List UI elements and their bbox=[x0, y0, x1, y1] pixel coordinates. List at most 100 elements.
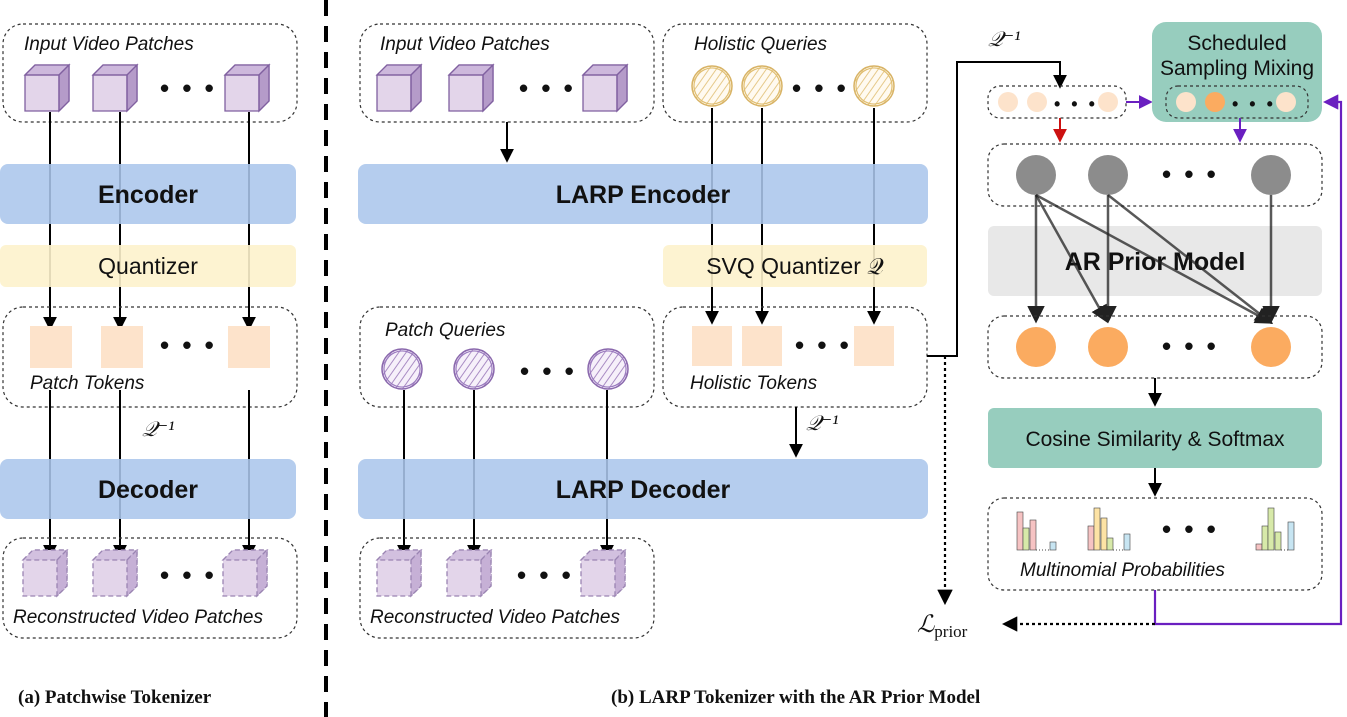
loss-label: ℒprior bbox=[917, 612, 968, 641]
patch-query-2 bbox=[450, 345, 498, 393]
holistic-tokens-label: Holistic Tokens bbox=[690, 373, 818, 394]
loss-symbol: ℒ bbox=[917, 612, 935, 638]
ellipsis: • • • bbox=[160, 330, 217, 360]
caption-b: (b) LARP Tokenizer with the AR Prior Mod… bbox=[611, 687, 980, 708]
quantizer-block bbox=[0, 245, 296, 287]
output-cube-3 bbox=[222, 549, 268, 597]
output-cube-2 bbox=[446, 549, 492, 597]
ar-prior-panel: 𝒬⁻¹ • • • Scheduled Sampling Mixing • • … bbox=[917, 22, 1343, 641]
histogram-1 bbox=[1016, 511, 1057, 551]
tokens-label-left: Patch Tokens bbox=[30, 373, 145, 394]
holistic-token-1 bbox=[692, 326, 732, 366]
patch-queries-group bbox=[359, 306, 655, 408]
input-label-left: Input Video Patches bbox=[24, 34, 194, 55]
mixed-token-3 bbox=[1276, 92, 1296, 112]
hidden-state-2 bbox=[1088, 155, 1128, 195]
ellipsis: • • • bbox=[519, 73, 576, 103]
holistic-queries-group bbox=[662, 23, 928, 123]
patch-query-3 bbox=[584, 345, 632, 393]
input-token-2 bbox=[1027, 92, 1047, 112]
decoder-label: Decoder bbox=[98, 476, 198, 504]
output-group-mid bbox=[359, 537, 655, 639]
input-cube-1 bbox=[24, 64, 70, 112]
input-cube-2 bbox=[92, 64, 138, 112]
histogram-3 bbox=[1255, 507, 1295, 551]
patch-token-3 bbox=[228, 326, 270, 368]
output-label-mid: Reconstructed Video Patches bbox=[370, 607, 620, 628]
ellipsis: • • • bbox=[1162, 514, 1219, 544]
input-group-mid bbox=[359, 23, 655, 123]
ellipsis: • • • bbox=[160, 73, 217, 103]
svq-quantizer-label: SVQ Quantizer 𝒬 bbox=[706, 253, 884, 279]
input-group-left bbox=[2, 23, 298, 123]
caption-a: (a) Patchwise Tokenizer bbox=[18, 687, 212, 708]
mixed-token-1 bbox=[1176, 92, 1196, 112]
ar-prior-label: AR Prior Model bbox=[1065, 248, 1246, 276]
holistic-query-1 bbox=[688, 62, 736, 110]
ellipsis: • • • bbox=[1054, 94, 1098, 114]
inverse-label-mid: 𝒬⁻¹ bbox=[806, 411, 838, 435]
histogram-2 bbox=[1087, 507, 1131, 551]
predicted-states-group bbox=[987, 315, 1323, 379]
cosine-softmax-label: Cosine Similarity & Softmax bbox=[1025, 428, 1285, 451]
holistic-queries-label: Holistic Queries bbox=[694, 34, 828, 55]
scheduled-sampling-title-2: Sampling Mixing bbox=[1160, 57, 1314, 80]
input-token-1 bbox=[998, 92, 1018, 112]
ellipsis: • • • bbox=[1232, 94, 1276, 114]
input-cube-2 bbox=[448, 64, 494, 112]
holistic-query-3 bbox=[850, 62, 898, 110]
patch-token-2 bbox=[101, 326, 143, 368]
patchwise-panel: Input Video Patches • • • Encoder Quanti… bbox=[0, 23, 298, 708]
mixed-token-group bbox=[1165, 85, 1309, 119]
holistic-token-3 bbox=[854, 326, 894, 366]
decoder-block bbox=[0, 459, 296, 519]
hidden-states-group bbox=[987, 143, 1323, 207]
patch-token-1 bbox=[30, 326, 72, 368]
probabilities-label: Multinomial Probabilities bbox=[1020, 560, 1225, 581]
svq-quantizer-block bbox=[663, 245, 927, 287]
cosine-softmax-block bbox=[988, 408, 1322, 468]
encoder-block bbox=[0, 164, 296, 224]
patch-query-1 bbox=[378, 345, 426, 393]
mixed-token-2 bbox=[1205, 92, 1225, 112]
ar-input-group bbox=[987, 85, 1127, 119]
input-label-mid: Input Video Patches bbox=[380, 34, 550, 55]
holistic-token-2 bbox=[742, 326, 782, 366]
larp-decoder-block bbox=[358, 459, 928, 519]
ellipsis: • • • bbox=[520, 356, 577, 386]
encoder-label: Encoder bbox=[98, 181, 198, 209]
larp-decoder-label: LARP Decoder bbox=[556, 476, 731, 504]
inverse-label-left: 𝒬⁻¹ bbox=[142, 417, 174, 441]
output-cube-2 bbox=[92, 549, 138, 597]
ellipsis: • • • bbox=[517, 560, 574, 590]
ellipsis: • • • bbox=[160, 560, 217, 590]
inverse-label-right: 𝒬⁻¹ bbox=[988, 27, 1020, 51]
patch-queries-label: Patch Queries bbox=[385, 320, 506, 341]
loss-subscript: prior bbox=[934, 622, 967, 641]
holistic-query-2 bbox=[738, 62, 786, 110]
hidden-state-3 bbox=[1251, 155, 1291, 195]
output-cube-1 bbox=[22, 549, 68, 597]
input-cube-1 bbox=[376, 64, 422, 112]
output-group-left bbox=[2, 537, 298, 639]
output-cube-3 bbox=[580, 549, 626, 597]
scheduled-sampling-title-1: Scheduled bbox=[1187, 32, 1286, 55]
input-cube-3 bbox=[224, 64, 270, 112]
predicted-state-3 bbox=[1251, 327, 1291, 367]
output-cube-1 bbox=[376, 549, 422, 597]
input-cube-3 bbox=[582, 64, 628, 112]
input-token-3 bbox=[1098, 92, 1118, 112]
larp-encoder-block bbox=[358, 164, 928, 224]
probabilities-group bbox=[987, 497, 1323, 591]
ellipsis: • • • bbox=[795, 330, 852, 360]
quantizer-label: Quantizer bbox=[98, 253, 198, 279]
tokens-group-left bbox=[2, 306, 298, 408]
predicted-state-2 bbox=[1088, 327, 1128, 367]
predicted-state-1 bbox=[1016, 327, 1056, 367]
larp-panel: Input Video Patches • • • Holistic Queri… bbox=[358, 23, 928, 639]
ellipsis: • • • bbox=[1162, 159, 1219, 189]
output-label-left: Reconstructed Video Patches bbox=[13, 607, 263, 628]
larp-encoder-label: LARP Encoder bbox=[556, 181, 731, 209]
ellipsis: • • • bbox=[792, 73, 849, 103]
